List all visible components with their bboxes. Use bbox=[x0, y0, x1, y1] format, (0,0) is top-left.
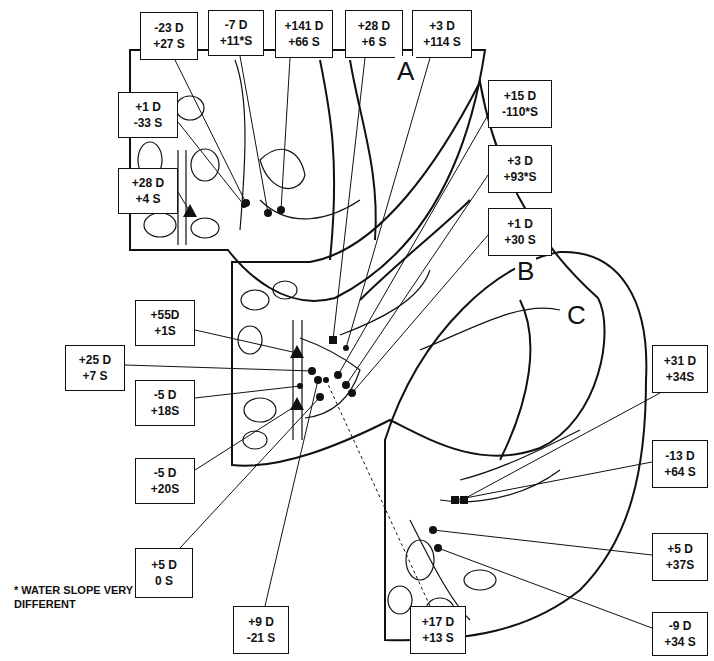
s-value: +66 S bbox=[288, 34, 320, 50]
s-value: +37S bbox=[666, 557, 694, 573]
section-letter: A bbox=[395, 56, 416, 87]
value-box: -5 D+18S bbox=[135, 380, 195, 426]
section-a-outline bbox=[130, 50, 485, 301]
d-value: +141 D bbox=[284, 18, 323, 34]
section-b-outline bbox=[232, 82, 605, 466]
s-value: +20S bbox=[151, 481, 179, 497]
d-value: +3 D bbox=[507, 153, 533, 169]
s-value: +13 S bbox=[422, 630, 454, 646]
d-value: -13 D bbox=[665, 448, 694, 464]
d-value: +25 D bbox=[79, 352, 111, 368]
section-letter: B bbox=[515, 256, 536, 287]
s-value: +114 S bbox=[423, 34, 461, 50]
value-box: -9 D+34 S bbox=[652, 612, 708, 656]
s-value: +6 S bbox=[361, 34, 386, 50]
s-value: +34 S bbox=[664, 634, 696, 650]
d-value: -5 D bbox=[154, 465, 177, 481]
section-letter: C bbox=[565, 300, 588, 331]
s-value: -33 S bbox=[134, 115, 163, 131]
value-box: +55D+1S bbox=[135, 300, 195, 346]
value-box: +5 D0 S bbox=[135, 548, 193, 598]
d-value: +31 D bbox=[664, 353, 696, 369]
value-box: +28 D+6 S bbox=[345, 10, 403, 58]
s-value: +18S bbox=[151, 403, 179, 419]
value-box: +28 D+4 S bbox=[118, 168, 178, 214]
s-value: +27 S bbox=[153, 36, 185, 52]
s-value: +11*S bbox=[220, 33, 252, 49]
d-value: -9 D bbox=[669, 618, 692, 634]
section-c-outline bbox=[385, 252, 646, 640]
d-value: +1 D bbox=[507, 216, 533, 232]
value-box: +25 D+7 S bbox=[65, 345, 125, 391]
s-value: 0 S bbox=[155, 573, 173, 589]
d-value: +5 D bbox=[151, 557, 177, 573]
value-box: -23 D+27 S bbox=[140, 12, 198, 60]
d-value: -7 D bbox=[225, 17, 248, 33]
d-value: +15 D bbox=[504, 88, 536, 104]
value-box: +3 D+93*S bbox=[488, 145, 552, 193]
d-value: +17 D bbox=[422, 614, 454, 630]
value-box: +3 D+114 S bbox=[412, 10, 472, 58]
value-box: +5 D+37S bbox=[652, 533, 708, 581]
value-box: -5 D+20S bbox=[135, 458, 195, 504]
d-value: +28 D bbox=[358, 18, 390, 34]
d-value: +1 D bbox=[135, 99, 161, 115]
value-box: +9 D-21 S bbox=[233, 606, 289, 654]
value-box: +17 D+13 S bbox=[410, 606, 466, 654]
s-value: +1S bbox=[154, 323, 176, 339]
d-value: +55D bbox=[150, 307, 179, 323]
s-value: +64 S bbox=[664, 464, 696, 480]
value-box: +1 D-33 S bbox=[118, 92, 178, 138]
s-value: +34S bbox=[666, 369, 694, 385]
d-value: +9 D bbox=[248, 614, 274, 630]
s-value: +4 S bbox=[135, 191, 160, 207]
s-value: +30 S bbox=[504, 232, 536, 248]
d-value: -5 D bbox=[154, 387, 177, 403]
value-box: +1 D+30 S bbox=[488, 208, 552, 256]
d-value: +28 D bbox=[132, 175, 164, 191]
s-value: -110*S bbox=[502, 104, 538, 120]
d-value: -23 D bbox=[154, 20, 183, 36]
value-box: -13 D+64 S bbox=[652, 440, 708, 488]
d-value: +3 D bbox=[429, 18, 455, 34]
value-box: -7 D+11*S bbox=[208, 10, 264, 56]
s-value: +93*S bbox=[503, 169, 536, 185]
s-value: -21 S bbox=[247, 630, 276, 646]
value-box: +141 D+66 S bbox=[275, 10, 333, 58]
value-box: +15 D-110*S bbox=[488, 80, 552, 128]
s-value: +7 S bbox=[82, 368, 107, 384]
d-value: +5 D bbox=[667, 541, 693, 557]
footnote: * WATER SLOPE VERY DIFFERENT bbox=[14, 583, 134, 611]
value-box: +31 D+34S bbox=[652, 345, 708, 393]
